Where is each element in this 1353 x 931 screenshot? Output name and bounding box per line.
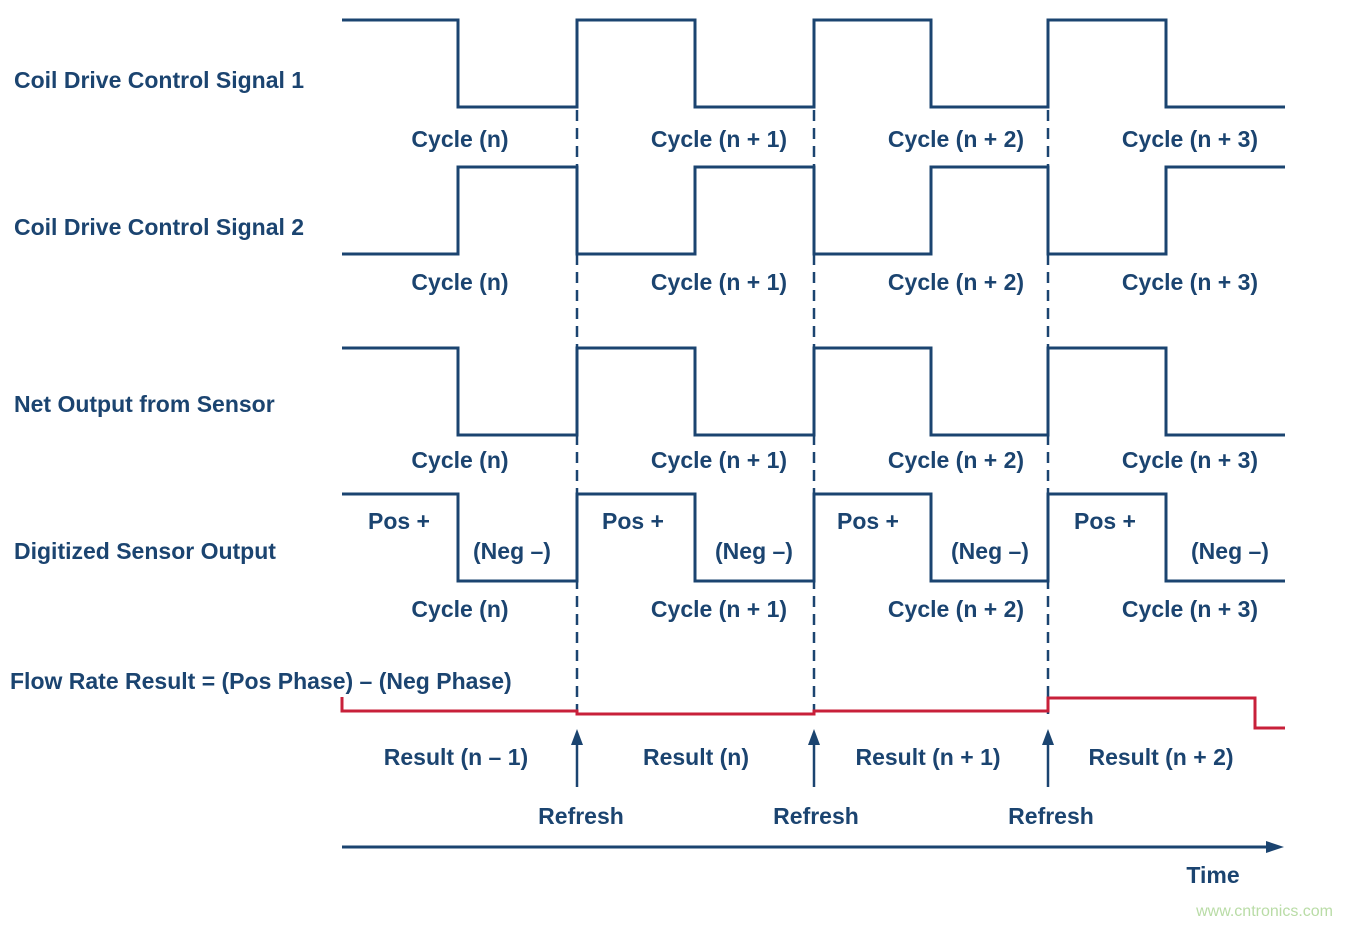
cycle-label: Cycle (n + 3) <box>1122 596 1258 622</box>
watermark: www.cntronics.com <box>1195 903 1333 920</box>
cycle-label: Cycle (n + 1) <box>651 269 787 295</box>
time-axis <box>342 841 1284 853</box>
cycle-label: Cycle (n + 3) <box>1122 126 1258 152</box>
neg-phase-label: (Neg –) <box>1191 538 1269 564</box>
pos-phase-label: Pos + <box>368 508 430 534</box>
label-coil-signal-1: Coil Drive Control Signal 1 <box>14 67 304 93</box>
neg-phase-label: (Neg –) <box>473 538 551 564</box>
cycle-label: Cycle (n) <box>411 596 508 622</box>
pos-phase-label: Pos + <box>837 508 899 534</box>
result-label: Result (n + 1) <box>855 744 1000 770</box>
refresh-label: Refresh <box>1008 803 1094 829</box>
cycle-label: Cycle (n + 3) <box>1122 269 1258 295</box>
label-net-output: Net Output from Sensor <box>14 391 275 417</box>
pos-phase-label: Pos + <box>602 508 664 534</box>
result-label: Result (n) <box>643 744 749 770</box>
cycle-label: Cycle (n + 1) <box>651 596 787 622</box>
cycle-label: Cycle (n) <box>411 269 508 295</box>
neg-phase-label: (Neg –) <box>715 538 793 564</box>
waveform-coil-signal-1 <box>342 18 1285 109</box>
result-label: Result (n + 2) <box>1088 744 1233 770</box>
waveform-net-output <box>342 346 1285 437</box>
refresh-label: Refresh <box>773 803 859 829</box>
cycle-label: Cycle (n + 2) <box>888 126 1024 152</box>
cycle-label: Cycle (n) <box>411 447 508 473</box>
waveform-digitized-output <box>342 492 1285 583</box>
label-coil-signal-2: Coil Drive Control Signal 2 <box>14 214 304 240</box>
cycle-label: Cycle (n + 2) <box>888 447 1024 473</box>
result-label: Result (n – 1) <box>384 744 528 770</box>
cycle-label: Cycle (n + 2) <box>888 269 1024 295</box>
refresh-arrow-icon <box>571 729 583 787</box>
refresh-label: Refresh <box>538 803 624 829</box>
cycle-label: Cycle (n + 2) <box>888 596 1024 622</box>
refresh-arrow-icon <box>1042 729 1054 787</box>
time-axis-label: Time <box>1186 862 1239 888</box>
refresh-arrow-icon <box>808 729 820 787</box>
cycle-label: Cycle (n + 3) <box>1122 447 1258 473</box>
cycle-label: Cycle (n + 1) <box>651 447 787 473</box>
waveform-coil-signal-2 <box>342 165 1285 256</box>
label-flow-rate-result: Flow Rate Result = (Pos Phase) – (Neg Ph… <box>10 668 512 694</box>
neg-phase-label: (Neg –) <box>951 538 1029 564</box>
waveform-flow-rate-result <box>340 696 1285 730</box>
time-arrow-icon <box>1266 841 1284 853</box>
pos-phase-label: Pos + <box>1074 508 1136 534</box>
cycle-label: Cycle (n + 1) <box>651 126 787 152</box>
cycle-label: Cycle (n) <box>411 126 508 152</box>
label-digitized-output: Digitized Sensor Output <box>14 538 276 564</box>
